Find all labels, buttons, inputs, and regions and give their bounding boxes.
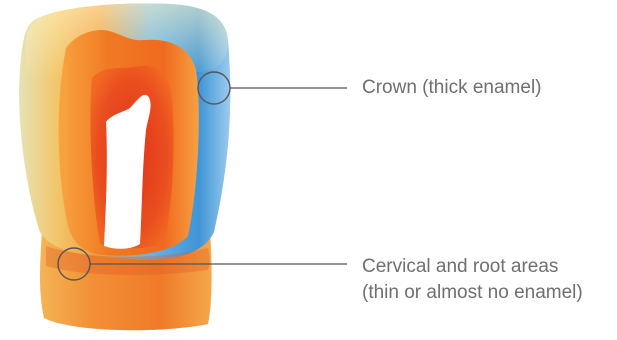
cervical-label: Cervical and root areas (thin or almost … (362, 254, 583, 306)
cervical-label-line1: Cervical and root areas (362, 254, 583, 280)
crown-label: Crown (thick enamel) (362, 75, 542, 101)
cervical-label-line2: (thin or almost no enamel) (362, 280, 583, 306)
